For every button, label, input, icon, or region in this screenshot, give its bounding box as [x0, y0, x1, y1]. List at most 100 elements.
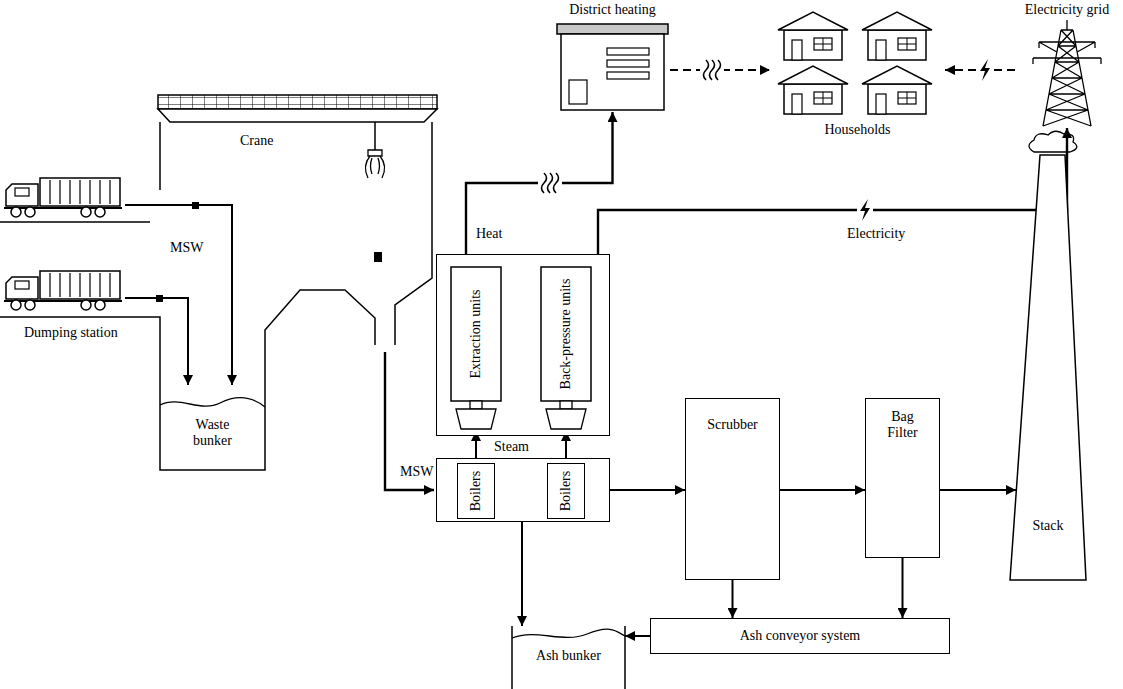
flow-arrow — [625, 635, 650, 637]
heat-symbol — [538, 170, 562, 196]
drawing-part — [704, 60, 721, 80]
lightning-symbol — [857, 198, 873, 222]
waste-bunker: Waste bunker — [160, 395, 265, 470]
node-label: Boilers — [558, 471, 574, 511]
flow-arrow — [466, 112, 613, 254]
roof — [557, 24, 668, 34]
waste-bunker-shape — [160, 395, 265, 470]
node-label: Back-pressure units — [558, 279, 574, 390]
flow-label: Steam — [492, 439, 531, 455]
drawing-part — [542, 173, 559, 193]
flow-label: MSW — [398, 464, 435, 480]
bunker-outline — [160, 395, 265, 470]
gate-marker — [192, 202, 199, 209]
electricity-grid-shape — [1015, 0, 1119, 128]
unit-box — [451, 267, 501, 401]
district-heating: District heating — [555, 0, 670, 112]
house — [778, 12, 848, 60]
gate-marker — [156, 295, 163, 302]
flow-arrow — [940, 489, 1016, 491]
bunker-wall — [0, 317, 160, 395]
truck — [4, 178, 122, 217]
crane-cable — [374, 122, 376, 150]
node-label: Ash conveyor system — [740, 628, 861, 644]
households-shape — [770, 6, 945, 142]
drawing-part — [857, 198, 873, 222]
node-label: Households — [824, 122, 890, 138]
part-label: Crane — [238, 133, 275, 149]
turbine-hall: Extraction units Back-pressure units — [436, 254, 610, 436]
ground-line — [0, 221, 150, 223]
ash-conveyor: Ash conveyor system — [650, 618, 950, 654]
house — [862, 12, 932, 60]
msw-arrow — [125, 205, 232, 385]
flow-arrow — [598, 128, 1067, 254]
back-pressure-unit: Back-pressure units — [541, 267, 591, 431]
node-label: Electricity grid — [1025, 2, 1109, 18]
lightning-symbol — [977, 58, 993, 82]
scrubber: Scrubber — [685, 398, 780, 580]
msw-arrow — [125, 298, 188, 385]
shaft — [470, 401, 482, 409]
window — [607, 48, 649, 55]
boiler: Boilers — [457, 463, 495, 519]
hopper — [265, 290, 375, 395]
truck — [4, 271, 122, 310]
drawing-part — [538, 170, 562, 196]
node-label: Boilers — [468, 471, 484, 511]
crane-rail — [158, 95, 437, 109]
node-label: Extraction units — [468, 289, 484, 378]
node-label: Waste bunker — [182, 417, 244, 449]
node-label: Bag Filter — [878, 409, 928, 441]
stack: Stack — [1008, 155, 1088, 580]
flow-label: Heat — [474, 226, 504, 242]
boiler-house: Boilers Boilers — [436, 458, 610, 522]
stack-outline — [1010, 155, 1086, 580]
crane-beam — [158, 109, 437, 122]
grab-marker — [374, 252, 382, 262]
smoke-cloud — [1029, 131, 1077, 152]
drawing-part — [980, 59, 990, 81]
flow-label: Electricity — [845, 226, 907, 242]
flow-arrow — [610, 489, 685, 491]
unit-box — [541, 267, 591, 401]
flow-arrow — [521, 522, 523, 626]
turbine — [456, 409, 496, 429]
flow-arrow — [780, 489, 865, 491]
node-label: Scrubber — [707, 417, 758, 433]
pylon — [1033, 20, 1101, 126]
window — [607, 60, 649, 67]
crane-grab — [365, 150, 384, 178]
ash-bunker: Ash bunker — [512, 626, 625, 689]
ash-level — [512, 629, 625, 638]
heat-symbol — [700, 57, 724, 83]
flow-label: MSW — [168, 240, 205, 256]
crane-wall — [159, 122, 161, 190]
drawing-part — [977, 58, 993, 82]
house — [778, 66, 848, 114]
boiler: Boilers — [547, 463, 585, 519]
bag-filter: Bag Filter — [865, 398, 940, 558]
electricity-grid: Electricity grid — [1015, 0, 1119, 128]
bunker-outline — [512, 626, 625, 689]
extraction-unit: Extraction units — [451, 267, 501, 431]
node-label: Ash bunker — [536, 648, 601, 664]
part-label: Dumping station — [22, 325, 120, 341]
shaft — [560, 401, 572, 409]
households: Households — [770, 6, 945, 142]
window — [607, 72, 649, 79]
hopper — [395, 122, 432, 345]
flow-arrow — [902, 558, 904, 618]
house — [862, 66, 932, 114]
flow-arrow — [732, 580, 734, 618]
waste-level — [160, 398, 265, 407]
drawing-part — [860, 199, 870, 221]
stack-shape — [1008, 155, 1088, 580]
drawing-part — [700, 57, 724, 83]
node-label: District heating — [569, 2, 656, 18]
node-label: Stack — [1032, 518, 1063, 534]
building-body — [561, 34, 664, 110]
turbine — [546, 409, 586, 429]
door — [569, 80, 587, 104]
